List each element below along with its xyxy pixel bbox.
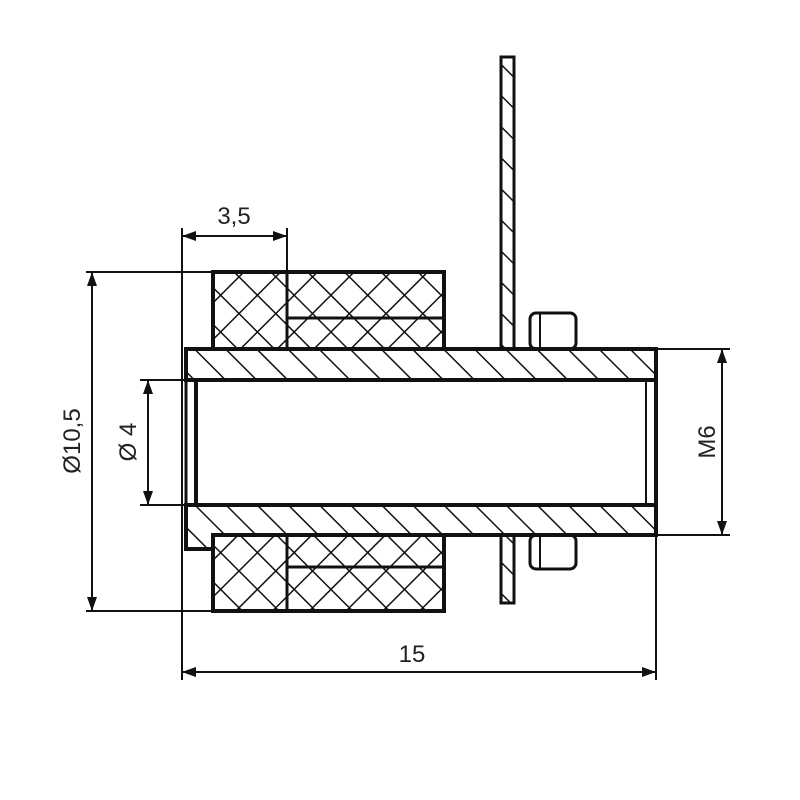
dimension-label-outer-diameter: Ø10,5	[59, 408, 86, 473]
metal-sleeve	[184, 335, 658, 551]
insulator-body	[211, 270, 446, 613]
dimension-arrows	[87, 231, 727, 677]
dimension-label-overall-length: 15	[399, 641, 426, 668]
dimension-label-top-width: 3,5	[217, 203, 250, 230]
dimension-label-inner-diameter: Ø 4	[115, 423, 142, 462]
dimension-label-thread: M6	[694, 425, 721, 458]
dimension-lines	[86, 228, 730, 680]
nut	[528, 311, 578, 571]
